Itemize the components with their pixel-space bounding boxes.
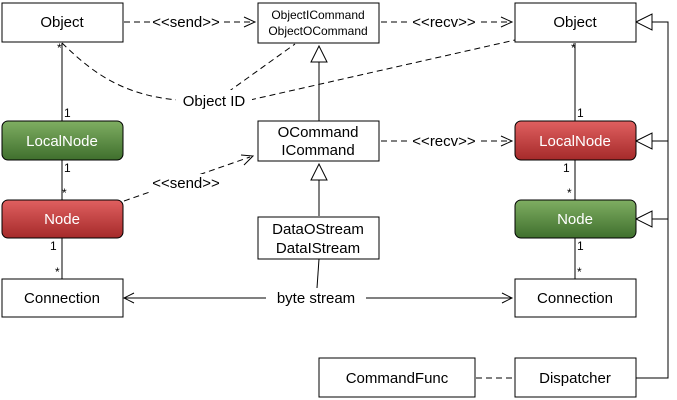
node-localnode-left: LocalNode <box>1 120 124 161</box>
dispatcher-label: Dispatcher <box>539 370 611 387</box>
mult-localnode-left-one-b: 1 <box>64 161 71 175</box>
arrowhead-recv-top <box>500 16 514 28</box>
edge-objectid-left <box>61 42 179 101</box>
localnode-left-label: LocalNode <box>26 133 98 150</box>
triangle-localnode-right <box>634 132 653 150</box>
node-node-left: Node <box>1 199 124 239</box>
mult-node-right-one: 1 <box>577 239 584 253</box>
commands-top-line2: ObjectOCommand <box>268 24 367 38</box>
arrowhead-send-top <box>243 16 257 28</box>
datastream-line2: DataIStream <box>276 240 360 257</box>
node-node-right: Node <box>514 199 637 239</box>
node-commands-top: ObjectICommand ObjectOCommand <box>257 2 380 44</box>
node-localnode-right: LocalNode <box>514 120 637 161</box>
triangle-object-right <box>634 13 653 31</box>
edge-objectid-right <box>249 39 516 101</box>
ocommand-line1: OCommand <box>278 124 359 141</box>
triangle-commands-top <box>310 44 328 63</box>
mult-connection-right-many: * <box>577 265 582 279</box>
edge-send-mid <box>123 156 251 202</box>
commands-top-line1: ObjectICommand <box>271 8 364 22</box>
commandfunc-label: CommandFunc <box>346 370 449 387</box>
label-send-mid: <<send>> <box>152 175 220 192</box>
mult-localnode-right-one: 1 <box>577 106 584 120</box>
connection-left-label: Connection <box>24 290 100 307</box>
edge-datastream-bytestream <box>316 258 320 289</box>
mult-node-right-many: * <box>567 186 572 200</box>
arrowhead-send-mid <box>240 154 255 166</box>
node-ocommand: OCommand ICommand <box>257 120 380 162</box>
label-object-id: Object ID <box>183 93 246 110</box>
node-commandfunc: CommandFunc <box>318 357 476 398</box>
datastream-line1: DataOStream <box>272 221 364 238</box>
mult-connection-left-many: * <box>55 265 60 279</box>
localnode-right-label: LocalNode <box>539 133 611 150</box>
arrowhead-byte-stream-left <box>122 292 135 304</box>
node-connection-right: Connection <box>514 278 637 318</box>
label-byte-stream: byte stream <box>277 290 355 307</box>
mult-object-left-many: * <box>57 41 62 55</box>
edges <box>61 13 669 379</box>
arrowhead-recv-mid <box>500 135 514 147</box>
mult-object-right-many: * <box>571 41 576 55</box>
generalization-bus <box>636 21 669 379</box>
node-object-left: Object <box>1 2 124 43</box>
edge-labels: <<send>> <<recv>> Object ID <<recv>> <<s… <box>150 13 480 308</box>
label-recv-top: <<recv>> <box>412 14 476 31</box>
object-left-label: Object <box>40 14 84 31</box>
mult-localnode-right-one-b: 1 <box>563 161 570 175</box>
object-right-label: Object <box>553 14 597 31</box>
mult-node-left-many: * <box>62 186 67 200</box>
multiplicities: * 1 1 * 1 * * 1 1 * 1 * <box>50 41 584 279</box>
mult-localnode-left-one: 1 <box>64 106 71 120</box>
triangle-ocommand <box>310 162 328 181</box>
node-left-label: Node <box>44 211 80 228</box>
label-send-top: <<send>> <box>152 14 220 31</box>
node-dispatcher: Dispatcher <box>514 357 637 398</box>
triangle-node-right <box>634 210 653 228</box>
connection-right-label: Connection <box>537 290 613 307</box>
node-connection-left: Connection <box>1 278 124 318</box>
node-right-label: Node <box>557 211 593 228</box>
mult-node-left-one: 1 <box>50 239 57 253</box>
node-datastream: DataOStream DataIStream <box>257 216 380 260</box>
label-recv-mid: <<recv>> <box>412 133 476 150</box>
edge-objectid-commands <box>227 43 296 93</box>
node-object-right: Object <box>514 2 637 43</box>
ocommand-line2: ICommand <box>281 142 354 159</box>
arrowhead-byte-stream-right <box>501 292 514 304</box>
